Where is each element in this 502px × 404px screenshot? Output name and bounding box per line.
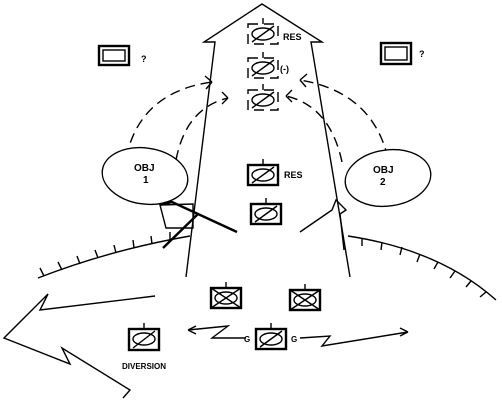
armor-unit-center [249, 198, 283, 226]
unknown-unit-right [379, 41, 413, 66]
guard-line-right [299, 327, 409, 347]
main-attack-arrow [185, 3, 351, 278]
diversion-arrow [2, 293, 156, 399]
mech-unit-right [288, 284, 322, 312]
guard-unit [254, 323, 288, 351]
reserve-unit-3 [247, 84, 279, 111]
unknown-unit-left-mark: ? [141, 54, 147, 64]
supporting-arrow-left [159, 200, 238, 249]
supporting-arrow-left-shaft [159, 203, 194, 229]
diversion-unit [127, 323, 161, 352]
reserve-unit-1-label: RES [283, 32, 302, 42]
obstacle-ticks-left [39, 232, 171, 277]
guard-label-right: G [291, 335, 297, 344]
reserve-unit-2-minus: (-) [280, 64, 289, 74]
guard-line-left [187, 325, 246, 339]
dashed-route-left-inner [175, 91, 229, 161]
reserve-unit-2 [247, 52, 279, 79]
obstacle-ticks-right [361, 238, 487, 298]
dashed-route-left-outer [125, 75, 213, 159]
mech-unit-left [209, 282, 243, 310]
objective-2-label: OBJ [373, 165, 394, 176]
unknown-unit-left [97, 44, 131, 67]
dashed-route-right-inner [285, 89, 343, 163]
dashed-route-right-outer [299, 73, 389, 159]
objective-1-label: OBJ [134, 163, 155, 174]
guard-label-left: G [244, 335, 250, 344]
objective-1-ellipse [101, 146, 189, 206]
objective-1-number: 1 [143, 175, 149, 186]
reserve-unit-solid [246, 159, 280, 187]
reserve-unit-solid-label: RES [284, 170, 303, 180]
reserve-unit-1 [247, 18, 279, 45]
unknown-unit-right-mark: ? [419, 49, 425, 59]
objective-2-number: 2 [380, 177, 386, 188]
obstacle-line-right [347, 235, 497, 301]
diversion-label: DIVERSION [122, 362, 166, 371]
objective-2-ellipse [344, 148, 432, 208]
supporting-arrow-right-shaft [299, 198, 348, 251]
